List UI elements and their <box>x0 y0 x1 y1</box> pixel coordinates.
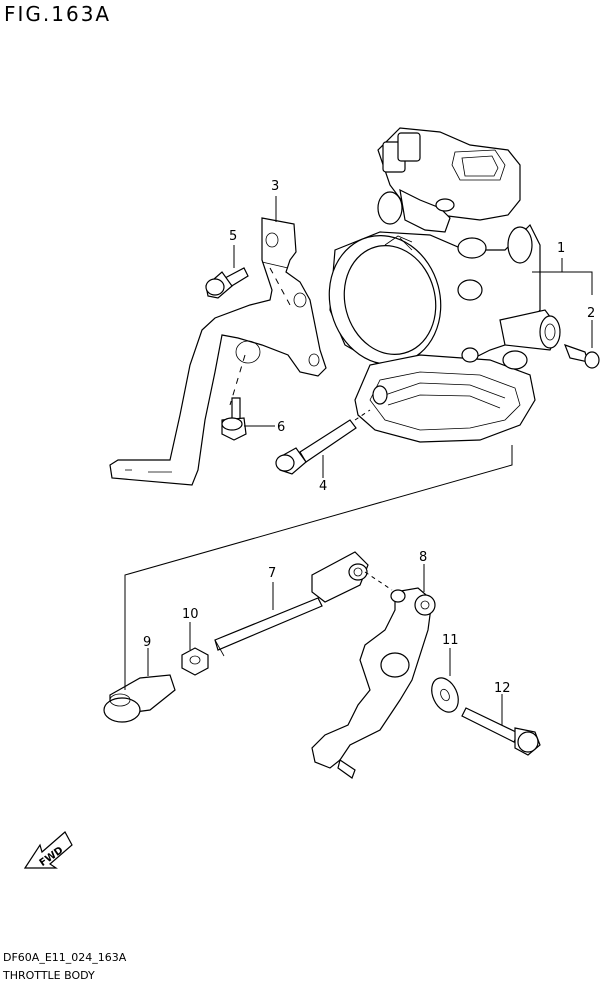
callout-9: 9 <box>143 635 151 650</box>
callout-5: 5 <box>229 229 237 244</box>
footer-code: DF60A_E11_024_163A <box>3 951 127 964</box>
link-rod-7[interactable] <box>214 551 369 657</box>
callout-10: 10 <box>182 607 199 622</box>
screw-2[interactable] <box>563 344 600 369</box>
callout-labels: 1 2 3 4 5 6 7 8 9 10 11 12 <box>143 179 595 696</box>
connector-9[interactable] <box>103 674 176 723</box>
callout-8: 8 <box>419 550 427 565</box>
bolt-4[interactable] <box>275 419 357 475</box>
callout-6: 6 <box>277 420 285 435</box>
callout-3: 3 <box>271 179 279 194</box>
lever-8[interactable] <box>311 587 436 779</box>
callout-4: 4 <box>319 479 327 494</box>
leader-lines <box>124 196 593 725</box>
throttle-body[interactable] <box>315 127 561 443</box>
callout-11: 11 <box>442 633 459 648</box>
callout-2: 2 <box>587 306 595 321</box>
figure-title: FIG.163A <box>4 2 112 26</box>
nut-10[interactable] <box>181 647 209 676</box>
bracket[interactable] <box>109 217 327 486</box>
bolt-5[interactable] <box>205 267 249 299</box>
callout-1: 1 <box>557 241 565 256</box>
fwd-arrow: FWD <box>23 831 73 869</box>
bolt-6[interactable] <box>221 397 247 441</box>
washer-11[interactable] <box>427 674 464 717</box>
callout-12: 12 <box>494 681 511 696</box>
footer-name: THROTTLE BODY <box>3 969 95 982</box>
callout-7: 7 <box>268 566 276 581</box>
bolt-12[interactable] <box>461 707 541 756</box>
